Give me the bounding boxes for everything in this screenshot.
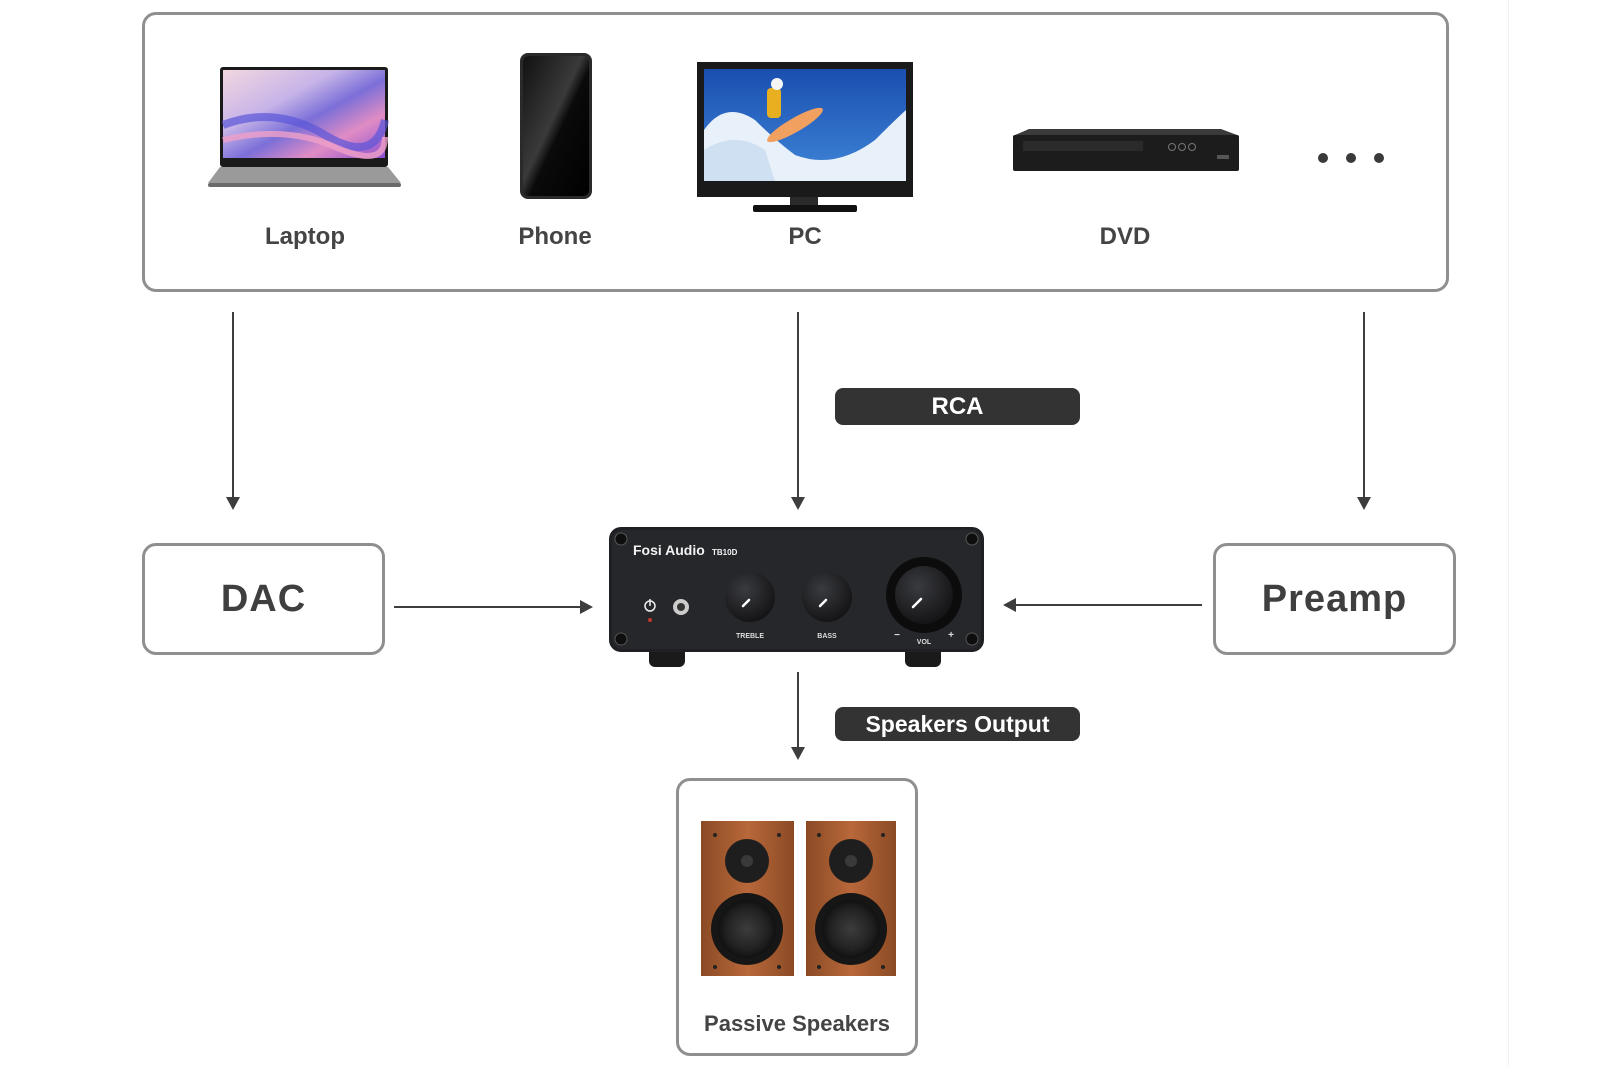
rca-connection-tag: RCA bbox=[835, 388, 1080, 425]
speakers-output-tag: Speakers Output bbox=[835, 707, 1080, 741]
source-label: PC bbox=[788, 223, 822, 250]
laptop-icon bbox=[208, 67, 401, 187]
arrowhead bbox=[1357, 497, 1371, 510]
more-icon bbox=[1318, 153, 1384, 163]
passive-speakers-node: Passive Speakers bbox=[676, 778, 918, 1056]
more-dot bbox=[1318, 153, 1328, 163]
page-edge-divider bbox=[1508, 0, 1509, 1067]
vol-plus: + bbox=[948, 630, 954, 641]
dvd-player-icon bbox=[1013, 129, 1239, 171]
phone-icon bbox=[520, 53, 592, 199]
speaker-right bbox=[806, 821, 896, 976]
arrowhead bbox=[226, 497, 240, 510]
dac-label: DAC bbox=[220, 577, 307, 620]
preamp-node: Preamp bbox=[1213, 543, 1456, 655]
amp-model: TB10D bbox=[712, 548, 738, 557]
more-dot bbox=[1346, 153, 1356, 163]
more-dot bbox=[1374, 153, 1384, 163]
knob-label-treble: TREBLE bbox=[736, 633, 764, 640]
amplifier-device: Fosi Audio TB10D TREBLE BASS VOL − + bbox=[609, 527, 989, 672]
source-label: DVD bbox=[1099, 223, 1151, 250]
arrowhead bbox=[791, 497, 805, 510]
source-label: Phone bbox=[518, 223, 592, 250]
arrowhead bbox=[791, 747, 805, 760]
speakers-icon bbox=[701, 821, 896, 976]
preamp-label: Preamp bbox=[1261, 577, 1408, 620]
knob-label-vol: VOL bbox=[917, 639, 932, 646]
amplifier-icon: Fosi Audio TB10D TREBLE BASS VOL − + bbox=[609, 527, 984, 667]
knob-label-bass: BASS bbox=[817, 633, 837, 640]
passive-speakers-label: Passive Speakers bbox=[704, 1011, 890, 1036]
source-label: Laptop bbox=[265, 223, 345, 250]
amp-brand: Fosi Audio bbox=[633, 542, 705, 558]
arrowhead bbox=[1003, 598, 1016, 612]
dac-node: DAC bbox=[142, 543, 385, 655]
arrowhead bbox=[580, 600, 593, 614]
vol-minus: − bbox=[894, 630, 900, 641]
speaker-left bbox=[701, 821, 794, 976]
monitor-icon bbox=[697, 62, 913, 212]
sources-panel: Laptop Phone bbox=[142, 12, 1449, 292]
